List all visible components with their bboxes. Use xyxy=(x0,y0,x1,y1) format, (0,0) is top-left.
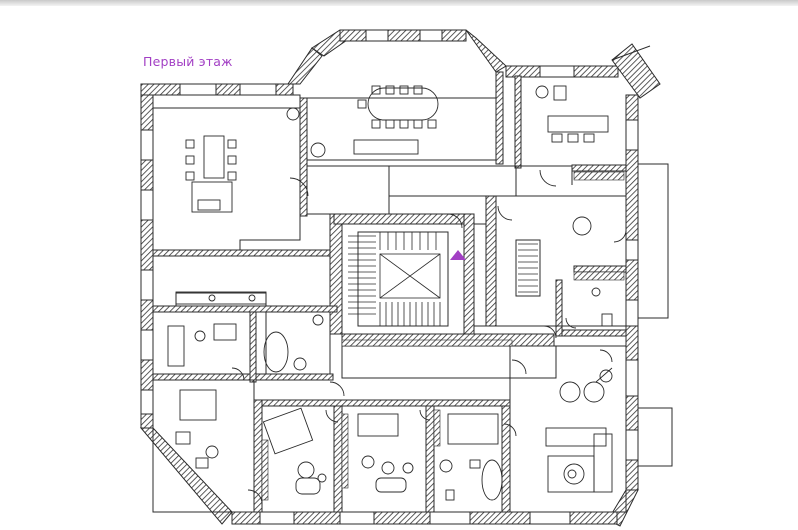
floor-plan-title: Первый этаж xyxy=(143,54,233,69)
room-outlines xyxy=(152,45,673,513)
furniture xyxy=(167,85,627,505)
windows xyxy=(140,29,639,525)
exterior-walls xyxy=(139,29,661,527)
viewer-top-edge xyxy=(0,0,798,6)
entrance-marker-icon xyxy=(450,250,466,260)
closets xyxy=(261,171,625,501)
staircase xyxy=(348,232,538,326)
interior-walls xyxy=(152,71,627,513)
